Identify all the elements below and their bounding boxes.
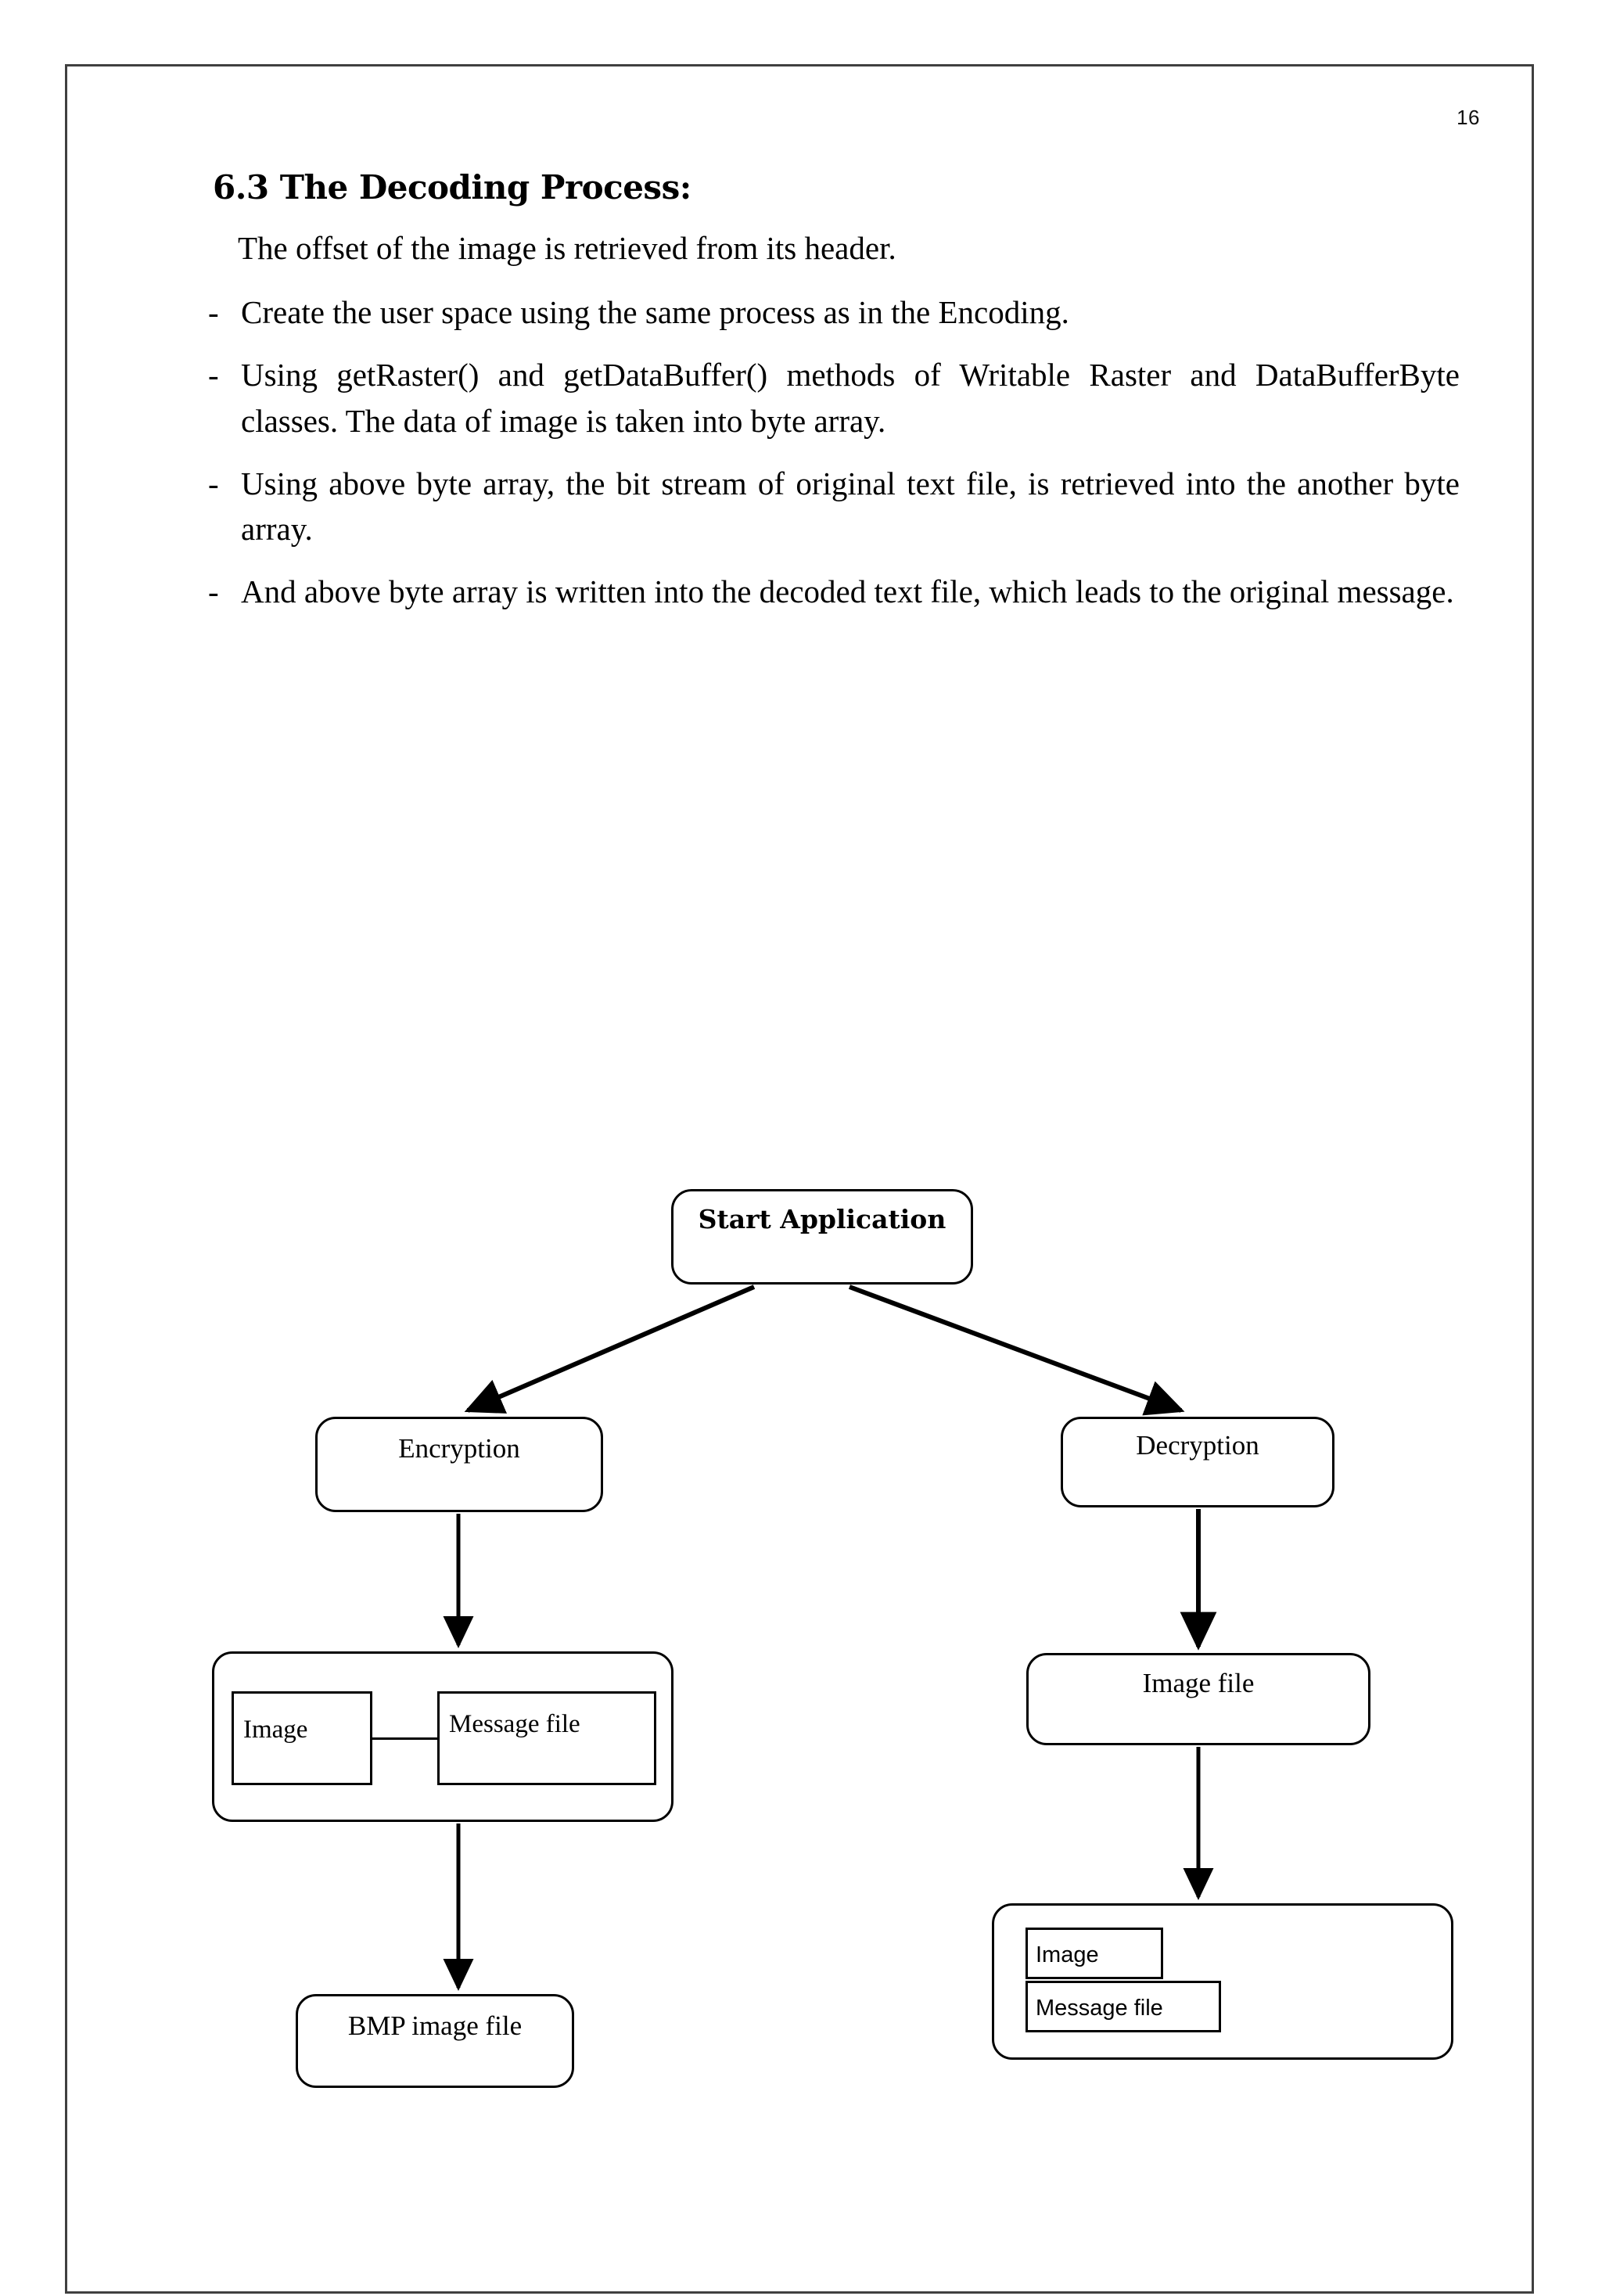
bullet-marker: - [208,357,219,393]
connector-image-to-message [372,1737,438,1740]
node-encryption-inputs-group[interactable]: Image Message file [212,1651,673,1822]
bullet-marker: - [208,573,219,610]
page-title: 6.3 The Decoding Process: [213,168,691,207]
page-number: 16 [1457,106,1480,129]
list-item: - Using getRaster() and getDataBuffer() … [208,352,1460,443]
node-encryption-message-file[interactable]: Message file [437,1691,656,1785]
list-item: - Using above byte array, the bit stream… [208,461,1460,552]
node-image-file[interactable]: Image file [1026,1653,1370,1745]
page-sheet: 16 6.3 The Decoding Process: The offset … [65,64,1534,2294]
node-bmp-image-file[interactable]: BMP image file [296,1994,574,2088]
node-decryption-image[interactable]: Image [1025,1928,1163,1979]
node-encryption-image[interactable]: Image [232,1691,372,1785]
node-encryption[interactable]: Encryption [315,1417,603,1512]
node-decryption-message-file[interactable]: Message file [1025,1981,1221,2032]
node-start-application[interactable]: Start Application [671,1189,973,1285]
document-text-column: 6.3 The Decoding Process: The offset of … [208,168,1460,631]
bullet-marker: - [208,294,219,331]
lead-paragraph: The offset of the image is retrieved fro… [238,230,896,266]
list-item: - Create the user space using the same p… [208,289,1460,335]
list-item: - And above byte array is written into t… [208,569,1460,614]
arrow-start-to-decryption [848,1285,1185,1416]
arrow-start-to-encryption [464,1285,756,1414]
bullet-text: And above byte array is written into the… [241,573,1454,610]
node-decryption-outputs-group[interactable]: Image Message file [992,1903,1453,2060]
bullet-marker: - [208,465,219,501]
node-decryption[interactable]: Decryption [1061,1417,1334,1507]
bullet-text: Using above byte array, the bit stream o… [241,465,1460,547]
bullet-text: Using getRaster() and getDataBuffer() me… [241,357,1460,439]
bullet-text: Create the user space using the same pro… [241,294,1069,331]
